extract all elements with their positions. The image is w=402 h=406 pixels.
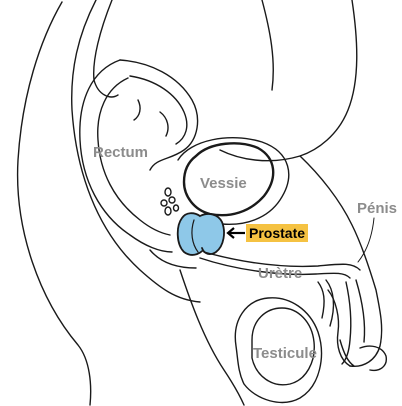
rectum-top-inner xyxy=(130,76,187,144)
pelvis-contour xyxy=(94,0,118,97)
penis-pointer xyxy=(358,218,374,262)
rectum-fold-2 xyxy=(134,100,140,120)
label-rectum: Rectum xyxy=(93,145,148,160)
label-testicule: Testicule xyxy=(253,346,317,361)
penis-tip xyxy=(340,340,354,366)
label-penis: Pénis xyxy=(357,201,397,216)
spermatic-cord-2 xyxy=(326,280,333,326)
label-prostate: Prostate xyxy=(246,224,308,242)
left-arrow-icon xyxy=(225,226,247,240)
thigh-contour xyxy=(180,270,244,405)
label-uretre: Urètre xyxy=(258,266,302,281)
rectum-fold xyxy=(160,112,168,136)
spermatic-cord xyxy=(318,282,324,318)
front-skin xyxy=(262,0,273,90)
abdominal-wall xyxy=(220,0,357,161)
prostate-gland xyxy=(178,213,224,255)
penis-inner-2 xyxy=(356,280,365,342)
body-contour-left xyxy=(18,2,91,405)
label-vessie: Vessie xyxy=(200,176,247,191)
